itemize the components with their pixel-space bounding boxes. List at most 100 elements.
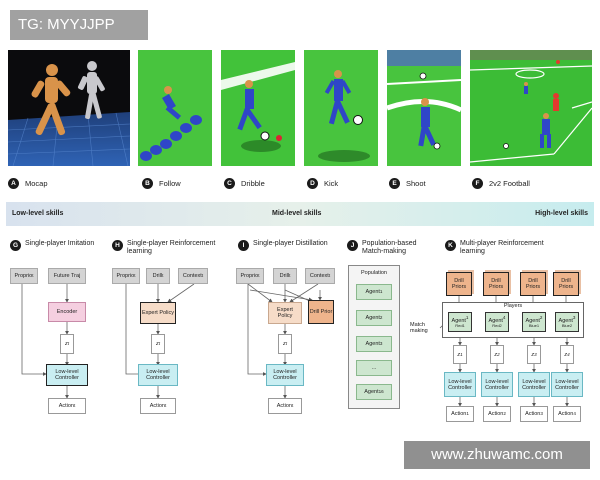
section-h-title: Single-player Reinforcement learning xyxy=(127,240,216,255)
j-agent-2-label: Agent xyxy=(365,315,380,321)
k-players-label: Players xyxy=(503,303,523,309)
k-agent-2-sup: 4 xyxy=(502,314,506,320)
watermark-bottom: www.zhuwamc.com xyxy=(404,441,590,469)
k-z-2-sup: 2 xyxy=(497,351,500,357)
section-g-title: Single-player Imitation xyxy=(25,240,95,247)
high-level-skills-label: High-level skills xyxy=(535,210,588,217)
g-controller-box: Low-level Controller xyxy=(46,364,88,386)
h-expert-policy-label: Expert Policy xyxy=(141,310,175,316)
j-agent-ellipsis-label: ... xyxy=(371,365,377,371)
k-z-3-label: z xyxy=(531,351,535,358)
g-encoder-label: Encoder xyxy=(56,309,78,315)
g-action-label: Action xyxy=(58,403,74,409)
panel-c-badge: C xyxy=(224,178,235,189)
k-agent-4-sup: 3 xyxy=(572,314,576,320)
j-agent-2-sup: 2 xyxy=(379,315,383,320)
j-agent-16-sup: 16 xyxy=(378,389,384,394)
k-agent-1-label: Agent xyxy=(451,317,466,324)
k-action-2-sup: 2 xyxy=(503,411,506,416)
g-encoder-box: Encoder xyxy=(48,302,86,322)
j-agent-3-label: Agent xyxy=(365,341,380,347)
i-drill-prior-box: Drill Prior xyxy=(308,300,334,324)
j-population-label: Population xyxy=(361,270,387,276)
k-agent-1-sub: Red1 xyxy=(455,323,465,329)
k-action-4-sup: 4 xyxy=(573,411,576,416)
k-controller-2-label: Low-level Controller xyxy=(485,378,509,391)
low-level-skills-label: Low-level skills xyxy=(12,210,64,217)
k-action-2-label: Action xyxy=(488,411,504,417)
h-drill-label: Drill xyxy=(152,273,163,279)
panel-follow-image xyxy=(138,50,212,166)
h-controller-label: Low-level Controller xyxy=(146,369,170,381)
section-h-badge: H xyxy=(112,240,123,251)
mid-level-skills-label: Mid-level skills xyxy=(272,210,322,217)
panel-a-badge: A xyxy=(8,178,19,189)
k-z-4-sup: 4 xyxy=(567,351,570,357)
panel-kick-image xyxy=(304,50,378,166)
k-controller-3-label: Low-level Controller xyxy=(522,378,546,391)
panel-d-label: Kick xyxy=(324,179,339,188)
h-action-label: Action xyxy=(149,403,165,409)
g-future-traj-box: Future Traj xyxy=(48,268,86,284)
i-drill-prior-label: Drill Prior xyxy=(309,309,333,315)
k-action-1-sup: 1 xyxy=(466,411,469,416)
panel-c-caption: C Dribble xyxy=(224,178,265,189)
i-action-label: Action xyxy=(276,403,292,409)
k-drill-priors-3-label: Drill Priors xyxy=(525,278,541,290)
i-expert-policy-label: Expert Policy xyxy=(277,307,293,319)
k-match-making-label: Match making xyxy=(410,322,428,334)
k-agent-2-sub: Red2 xyxy=(492,323,502,329)
k-action-4-label: Action xyxy=(558,411,574,417)
k-z-2-label: z xyxy=(494,351,498,358)
h-z-label: z xyxy=(155,341,159,347)
panel-b-badge: B xyxy=(142,178,153,189)
j-agent-1-sup: 1 xyxy=(379,289,383,294)
section-g-header: G Single-player Imitation xyxy=(10,240,120,251)
k-action-3-sup: 3 xyxy=(540,411,543,416)
section-i-title: Single-player Distillation xyxy=(253,240,328,247)
k-controller-2: Low-level Controller xyxy=(481,372,513,397)
k-z-1-label: z xyxy=(457,351,461,358)
k-agent-4-sub: Blue2 xyxy=(561,323,573,329)
k-z-1-sup: 1 xyxy=(460,351,463,357)
k-agent-3-sub: Blue1 xyxy=(528,323,540,329)
section-j-title: Population-based Match-making xyxy=(362,240,417,255)
j-agent-ellipsis: ... xyxy=(356,360,392,376)
panel-b-label: Follow xyxy=(159,179,181,188)
panel-c-label: Dribble xyxy=(241,179,265,188)
skill-level-bar: Low-level skills Mid-level skills High-l… xyxy=(6,202,594,226)
g-proprio-label: Proprio xyxy=(14,273,33,279)
k-agent-3-label: Agent xyxy=(525,317,540,324)
panel-2v2-football-image xyxy=(470,50,592,166)
section-i-badge: I xyxy=(238,240,249,251)
k-z-3-sup: 3 xyxy=(534,351,537,357)
h-expert-policy-box: Expert Policy xyxy=(140,302,176,324)
i-drill-label: Drill xyxy=(279,273,290,279)
h-context-label: Context xyxy=(182,273,202,279)
section-g-badge: G xyxy=(10,240,21,251)
panel-b-caption: B Follow xyxy=(142,178,181,189)
